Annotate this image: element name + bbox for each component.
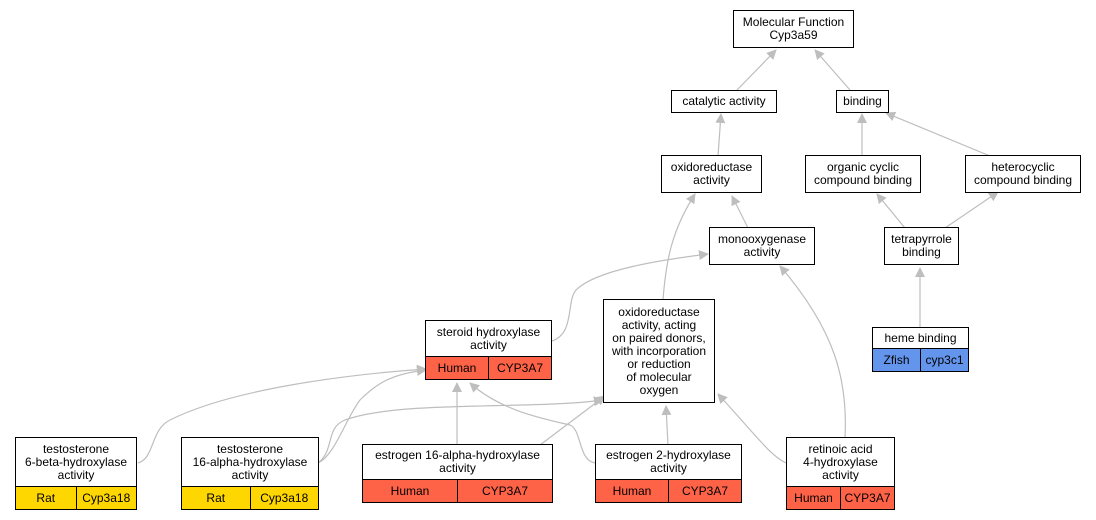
species-cell: Human <box>426 357 488 379</box>
edge-heterocyclic-to-binding <box>885 111 991 157</box>
edge-catalytic-to-mf <box>736 49 777 91</box>
edge-test16a-to-steroid <box>317 366 427 464</box>
node-catalytic-activity[interactable]: catalytic activity <box>671 90 777 113</box>
gene-cell: cyp3c1 <box>920 349 968 371</box>
node-label: estrogen 2-hydroxylase activity <box>606 448 731 475</box>
node-label: oxidoreductase activity, acting on paire… <box>611 304 707 397</box>
gene-cell: CYP3A7 <box>668 480 741 502</box>
node-organic-cyclic-compound-binding[interactable]: organic cyclic compound binding <box>805 155 921 193</box>
gene-cell: CYP3A7 <box>488 357 551 379</box>
annotation-row: Human CYP3A7 <box>363 479 552 502</box>
edge-binding-to-mf <box>814 49 851 91</box>
edge-paired-to-oxidoreductase <box>662 193 696 301</box>
edge-retinoic-to-monooxygenase <box>779 265 846 439</box>
node-monooxygenase-activity[interactable]: monooxygenase activity <box>709 227 815 265</box>
species-cell: Human <box>787 487 840 509</box>
edge-estrogen2-to-steroid <box>469 382 596 464</box>
annotation-row: Zfish cyp3c1 <box>873 348 968 371</box>
node-label: tetrapyrrole binding <box>891 232 952 259</box>
edge-test6b-to-steroid <box>137 364 427 464</box>
node-estrogen-2-hydroxylase[interactable]: estrogen 2-hydroxylase activity Human CY… <box>595 444 742 503</box>
node-label: testosterone 16-alpha-hydroxylase activi… <box>192 441 308 482</box>
node-steroid-hydroxylase-activity[interactable]: steroid hydroxylase activity Human CYP3A… <box>425 320 552 380</box>
species-cell: Rat <box>182 487 250 509</box>
node-oxidoreductase-paired-donors[interactable]: oxidoreductase activity, acting on paire… <box>603 299 715 403</box>
annotation-row: Human CYP3A7 <box>426 356 551 379</box>
node-retinoic-acid-4-hydroxylase[interactable]: retinoic acid 4-hydroxylase activity Hum… <box>786 437 895 510</box>
node-label: steroid hydroxylase activity <box>436 324 541 352</box>
annotation-row: Human CYP3A7 <box>596 479 741 502</box>
node-molecular-function[interactable]: Molecular Function Cyp3a59 <box>733 10 854 48</box>
edge-oxidoreductase-to-catalytic <box>715 113 726 157</box>
node-label: monooxygenase activity <box>717 232 807 259</box>
node-tetrapyrrole-binding[interactable]: tetrapyrrole binding <box>884 227 959 265</box>
node-label: Molecular Function Cyp3a59 <box>742 15 845 42</box>
edge-estrogen16-to-paired <box>539 395 606 446</box>
node-label: retinoic acid 4-hydroxylase activity <box>803 441 878 482</box>
edge-tetrapyrrole-to-organic <box>876 193 906 229</box>
node-testosterone-6beta-hydroxylase[interactable]: testosterone 6-beta-hydroxylase activity… <box>15 437 137 510</box>
node-label: oxidoreductase activity <box>670 160 753 187</box>
node-label: testosterone 6-beta-hydroxylase activity <box>24 441 128 482</box>
edge-estrogen2-to-paired <box>661 405 672 446</box>
gene-cell: Cyp3a18 <box>75 487 136 509</box>
gene-cell: CYP3A7 <box>457 480 552 502</box>
node-label: estrogen 16-alpha-hydroxylase activity <box>375 448 540 475</box>
annotation-row: Human CYP3A7 <box>787 486 894 509</box>
node-heterocyclic-compound-binding[interactable]: heterocyclic compound binding <box>965 155 1081 193</box>
node-oxidoreductase-activity[interactable]: oxidoreductase activity <box>661 155 762 193</box>
node-binding[interactable]: binding <box>836 90 889 113</box>
annotation-row: Rat Cyp3a18 <box>16 486 136 509</box>
node-label: binding <box>843 94 882 108</box>
node-label: heterocyclic compound binding <box>973 160 1073 187</box>
species-cell: Zfish <box>873 349 920 371</box>
node-label: heme binding <box>884 330 957 345</box>
species-cell: Human <box>363 480 457 502</box>
edge-monooxygenase-to-oxidoreductase <box>731 195 749 229</box>
edge-steroid-to-monooxygenase <box>551 250 709 342</box>
node-label: catalytic activity <box>682 94 766 108</box>
edge-tetrapyrrole-to-heterocyclic <box>944 191 999 229</box>
gene-cell: CYP3A7 <box>840 487 894 509</box>
node-label: organic cyclic compound binding <box>813 160 913 187</box>
edge-test16a-to-paired <box>317 396 604 464</box>
species-cell: Human <box>596 480 668 502</box>
node-estrogen-16alpha-hydroxylase[interactable]: estrogen 16-alpha-hydroxylase activity H… <box>362 444 553 503</box>
edge-retinoic-to-paired <box>717 393 787 464</box>
gene-cell: Cyp3a18 <box>249 487 318 509</box>
annotation-row: Rat Cyp3a18 <box>182 486 318 509</box>
species-cell: Rat <box>16 487 76 509</box>
node-heme-binding[interactable]: heme binding Zfish cyp3c1 <box>872 327 969 372</box>
node-testosterone-16alpha-hydroxylase[interactable]: testosterone 16-alpha-hydroxylase activi… <box>181 437 319 510</box>
